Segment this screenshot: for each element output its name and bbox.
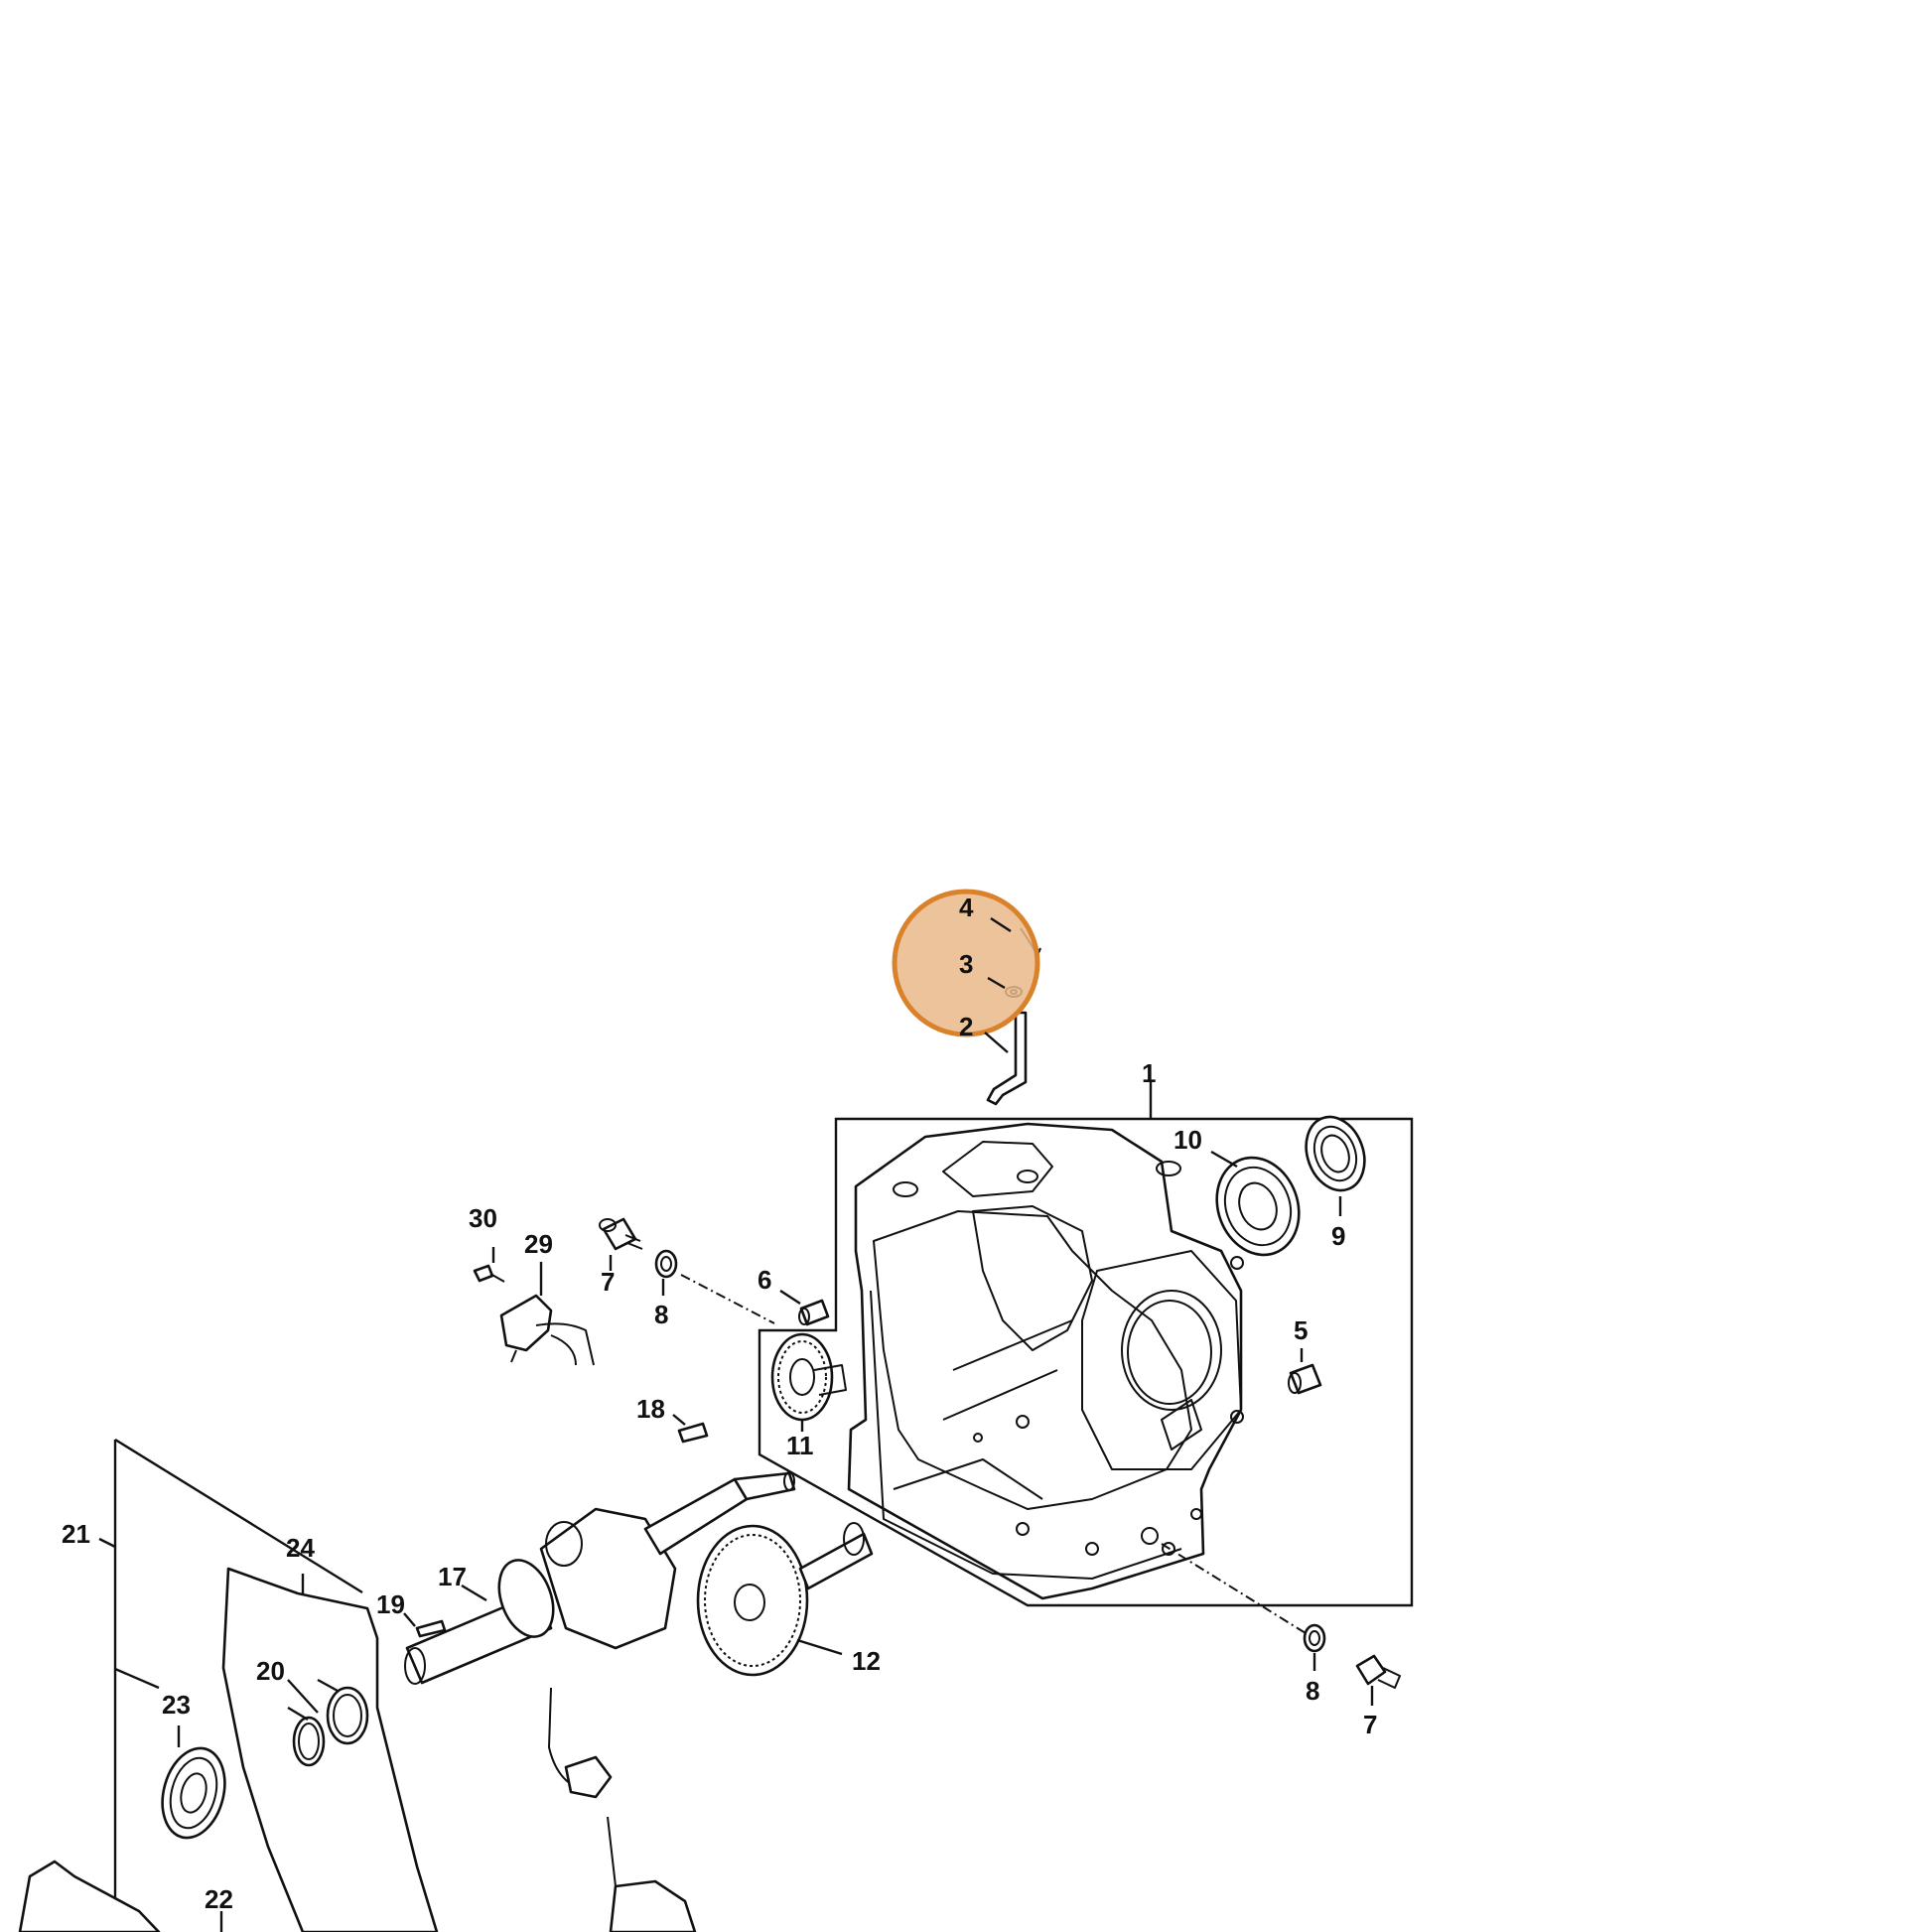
part-label-23: 23: [162, 1690, 191, 1720]
part-label-29: 29: [524, 1229, 553, 1259]
key-18-drawing: [677, 1422, 709, 1444]
part-label-5: 5: [1294, 1315, 1308, 1345]
part-label-1: 1: [1142, 1058, 1156, 1088]
dowel-pin-6-drawing: [798, 1299, 830, 1326]
part-label-22: 22: [205, 1884, 233, 1914]
part-label-21: 21: [62, 1519, 90, 1549]
part-label-11: 11: [786, 1431, 814, 1460]
crankcase-drawing: [847, 1122, 1244, 1600]
part-label-24: 24: [286, 1533, 315, 1563]
bracket-part-1: [758, 1082, 1414, 1607]
crankshaft-17-drawing: [404, 1471, 796, 1685]
part-label-7-right: 7: [1363, 1710, 1377, 1739]
washer-8a-drawing: [654, 1249, 678, 1279]
cover-22-drawing: [18, 1860, 161, 1932]
gasket-24-drawing: [221, 1567, 439, 1932]
governor-gear-drawing: [770, 1332, 847, 1422]
part-labels: 1 2 3 4 5 6 7 7 8 8 9 10 11 12 17 18 19 …: [62, 893, 1377, 1914]
part-label-9: 9: [1331, 1221, 1345, 1251]
o-rings-20-drawing: [292, 1686, 369, 1767]
part-label-10: 10: [1173, 1125, 1202, 1155]
dowel-pin-5-drawing: [1288, 1363, 1322, 1395]
camshaft-12-drawing: [696, 1522, 874, 1677]
part-label-2: 2: [959, 1012, 973, 1041]
part-label-18: 18: [636, 1394, 665, 1424]
leader-lines: [98, 916, 1374, 1932]
part-label-8-right: 8: [1306, 1676, 1319, 1706]
part-label-17: 17: [438, 1562, 467, 1591]
bracket-part-21: [113, 1438, 363, 1932]
key-19-drawing: [415, 1619, 447, 1638]
screw-30-drawing: [473, 1264, 505, 1283]
washer-8b-drawing: [1303, 1623, 1326, 1653]
bearing-23-drawing: [161, 1746, 226, 1840]
oil-seal-9-drawing: [1305, 1115, 1366, 1192]
drain-plug-7a-drawing: [599, 1217, 643, 1251]
ignition-module-29-drawing: [499, 1294, 595, 1366]
oil-sensor-drawing: [548, 1687, 697, 1932]
part-label-30: 30: [469, 1203, 497, 1233]
part-label-3: 3: [959, 949, 973, 979]
bearing-10-drawing: [1215, 1156, 1301, 1257]
highlight-marker: [892, 889, 1040, 1037]
part-label-19: 19: [376, 1589, 405, 1619]
part-label-7-left: 7: [601, 1267, 615, 1297]
drain-plug-7b-drawing: [1355, 1654, 1401, 1689]
part-label-4: 4: [959, 893, 974, 922]
part-label-6: 6: [758, 1265, 771, 1295]
part-label-12: 12: [852, 1646, 881, 1676]
part-label-8-left: 8: [654, 1300, 668, 1329]
part-label-20: 20: [256, 1656, 285, 1686]
